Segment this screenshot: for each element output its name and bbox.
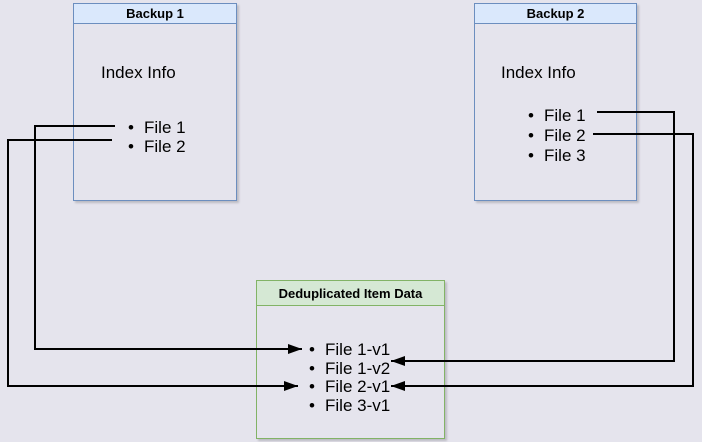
backup2-file-list: File 1 File 2 File 3	[528, 106, 586, 166]
deduplicated-item-data-box: Deduplicated Item Data File 1-v1 File 1-…	[256, 280, 445, 439]
list-item: File 3-v1	[309, 396, 390, 416]
dedup-file-list: File 1-v1 File 1-v2 File 2-v1 File 3-v1	[309, 340, 390, 416]
list-item: File 2-v1	[309, 377, 390, 397]
backup1-subtitle: Index Info	[101, 63, 176, 82]
list-item: File 2	[528, 126, 586, 146]
list-item: File 3	[528, 146, 586, 166]
backup1-box: Backup 1 Index Info File 1 File 2	[73, 3, 237, 201]
list-item: File 1-v2	[309, 359, 390, 379]
dedup-title: Deduplicated Item Data	[257, 281, 444, 306]
backup1-title: Backup 1	[74, 4, 236, 24]
backup2-title: Backup 2	[475, 4, 636, 24]
list-item: File 1	[128, 118, 186, 137]
backup2-subtitle: Index Info	[501, 63, 576, 82]
backup2-box: Backup 2 Index Info File 1 File 2 File 3	[474, 3, 637, 201]
list-item: File 2	[128, 137, 186, 156]
list-item: File 1-v1	[309, 340, 390, 360]
backup1-file-list: File 1 File 2	[128, 118, 186, 156]
list-item: File 1	[528, 106, 586, 126]
